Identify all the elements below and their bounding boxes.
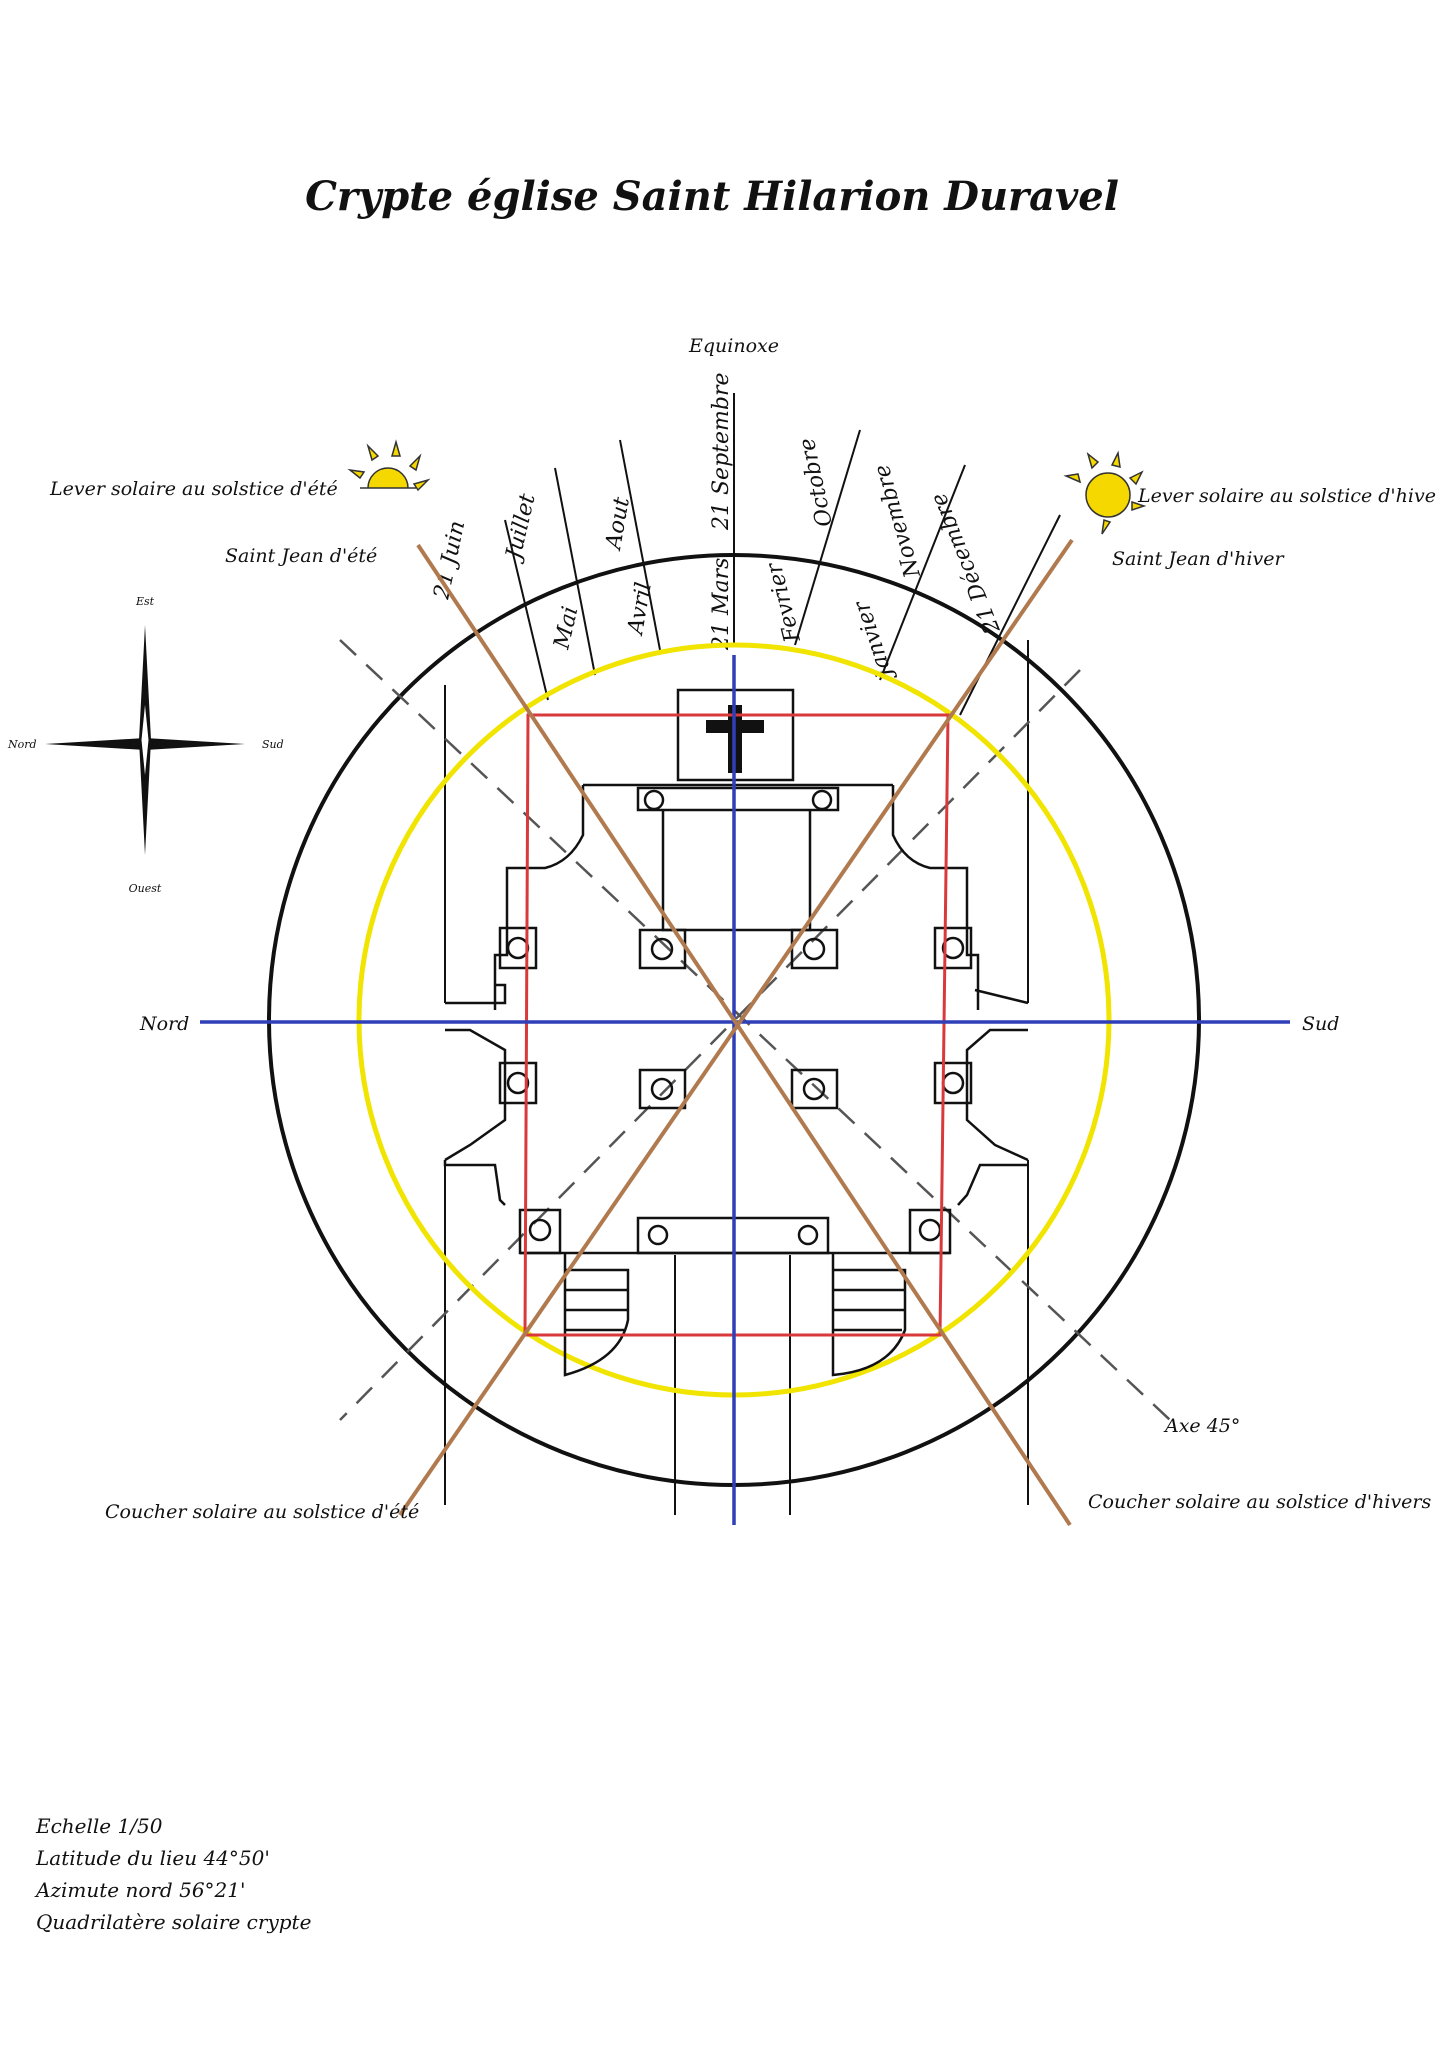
- compass-est: Est: [135, 595, 155, 608]
- note-scale: Echelle 1/50: [36, 1814, 163, 1838]
- lever-ete-label: Lever solaire au solstice d'été: [49, 478, 338, 500]
- equinoxe-label: Equinoxe: [688, 335, 779, 357]
- month-octobre: Octobre: [795, 436, 838, 529]
- note-quadrilateral: Quadrilatère solaire crypte: [36, 1910, 312, 1934]
- axe45-label: Axe 45°: [1163, 1415, 1240, 1437]
- month-21-mars: 21 Mars: [709, 558, 734, 651]
- diagonal-45-lines: [339, 639, 1171, 1421]
- note-azimuth: Azimute nord 56°21': [36, 1878, 246, 1902]
- month-fevrier: Fevrier: [762, 559, 806, 646]
- note-latitude: Latitude du lieu 44°50': [36, 1846, 270, 1870]
- sun-icon-right: [1063, 450, 1147, 535]
- month-avril: Avril: [623, 580, 657, 638]
- solstice-lines: [398, 538, 1074, 1527]
- diagram-title: Crypte église Saint Hilarion Duravel: [305, 173, 1119, 220]
- compass-rose: Est Ouest Nord Sud: [7, 595, 284, 895]
- sud-label: Sud: [1302, 1013, 1339, 1035]
- nord-label: Nord: [139, 1013, 189, 1035]
- compass-nord: Nord: [7, 738, 37, 751]
- month-novembre: Novembre: [870, 461, 926, 581]
- sun-icon-left: [347, 439, 431, 512]
- solar-quadrilateral: [523, 713, 950, 1337]
- saint-jean-hiver-label: Saint Jean d'hiver: [1112, 548, 1285, 570]
- lever-hiver-label: Lever solaire au solstice d'hiver: [1137, 485, 1436, 507]
- coucher-ete-label: Coucher solaire au solstice d'été: [105, 1501, 419, 1523]
- month-labels: 21 Juin Juillet Mai Aout Avril 21 Septem…: [429, 372, 1006, 684]
- saint-jean-ete-label: Saint Jean d'été: [225, 545, 377, 567]
- coucher-hiver-label: Coucher solaire au solstice d'hivers: [1088, 1491, 1432, 1513]
- calendar-rays: [504, 393, 1061, 716]
- main-axes: [200, 655, 1290, 1525]
- month-mai: Mai: [549, 604, 583, 652]
- diagram-notes: Echelle 1/50 Latitude du lieu 44°50' Azi…: [36, 1810, 311, 1938]
- compass-ouest: Ouest: [129, 882, 162, 895]
- compass-sud: Sud: [262, 738, 284, 751]
- month-21-septembre: 21 Septembre: [709, 372, 734, 531]
- month-aout: Aout: [601, 495, 635, 553]
